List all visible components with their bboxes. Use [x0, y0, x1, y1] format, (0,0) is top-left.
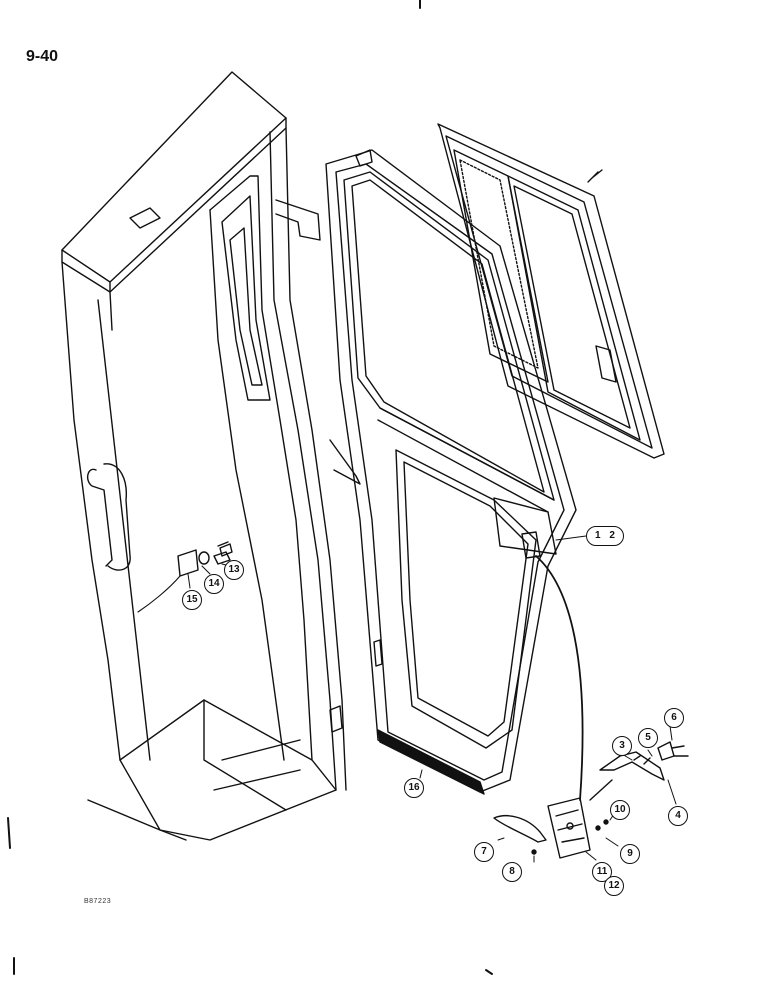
callout-14: 14 [204, 574, 224, 594]
callout-16: 16 [404, 778, 424, 798]
callout-9: 9 [620, 844, 640, 864]
cab-body-outline [61, 71, 361, 841]
callout-3: 3 [612, 736, 632, 756]
illustration-reference-code: B87223 [84, 898, 112, 905]
callout-10: 10 [610, 800, 630, 820]
edge-marks [7, 0, 493, 975]
callout-8: 8 [502, 862, 522, 882]
callout-1-2: 1 2 [586, 526, 624, 546]
sliding-window-assembly [437, 123, 665, 459]
striker-bolt-and-washer [198, 541, 233, 565]
callout-12: 12 [604, 876, 624, 896]
callout-13: 13 [224, 560, 244, 580]
door-frame-16 [325, 149, 584, 801]
callout-5: 5 [638, 728, 658, 748]
door-handle-parts [493, 741, 689, 859]
callout-6: 6 [664, 708, 684, 728]
page-number-label: 9-40 [26, 48, 59, 65]
callout-4: 4 [668, 806, 688, 826]
callout-leaders [187, 535, 677, 863]
callout-7: 7 [474, 842, 494, 862]
callout-15: 15 [182, 590, 202, 610]
